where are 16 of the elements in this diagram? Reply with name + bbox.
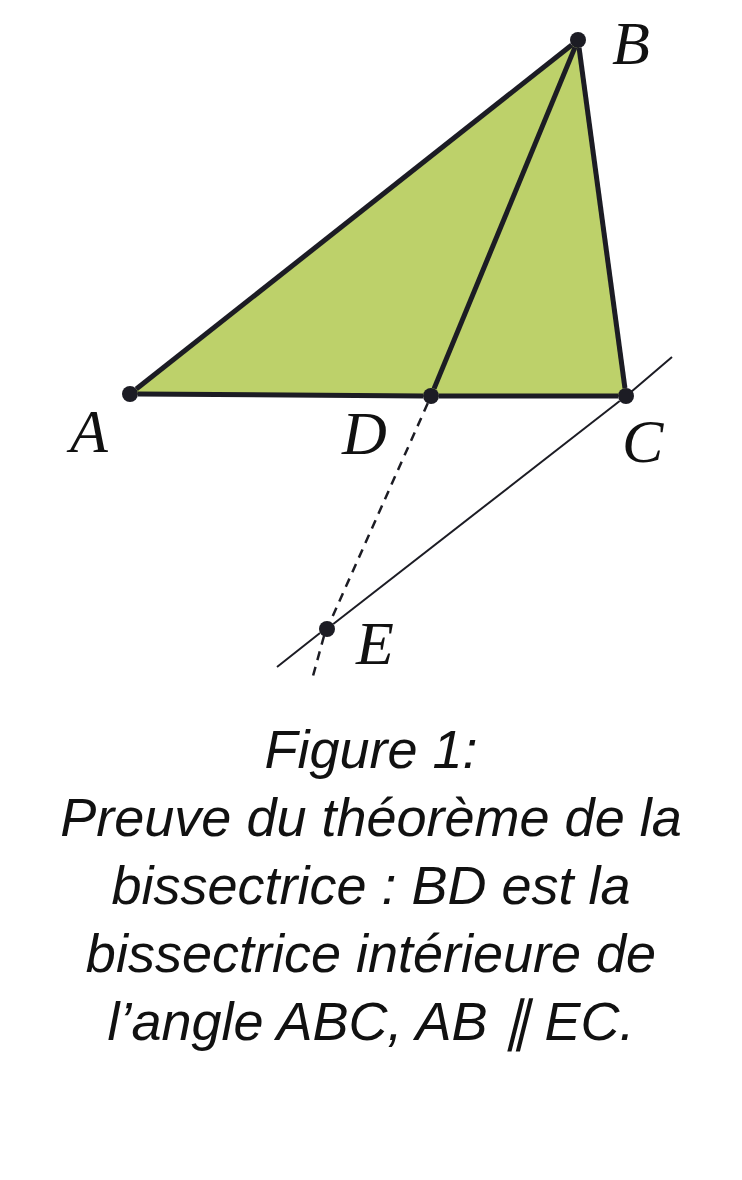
figure-caption: Preuve du théorème de la bissectrice : BD est la bissectrice intérieure de l’angle ABC, AB ∥ EC. (59, 786, 683, 1054)
line-segment (576, 47, 628, 389)
point-dot (618, 388, 634, 404)
point-label: E (356, 612, 394, 674)
point-dot (570, 32, 586, 48)
point-dot (319, 621, 335, 637)
line-segment (431, 46, 578, 390)
point-dot (423, 388, 439, 404)
point-label: B (612, 12, 650, 74)
line-segment (138, 391, 423, 399)
point-dot (122, 386, 138, 402)
point-label: D (342, 402, 387, 464)
point-label: C (622, 410, 664, 472)
line-segment (332, 399, 621, 626)
line-segment (439, 393, 618, 399)
figure-title: Figure 1: (263, 718, 479, 781)
